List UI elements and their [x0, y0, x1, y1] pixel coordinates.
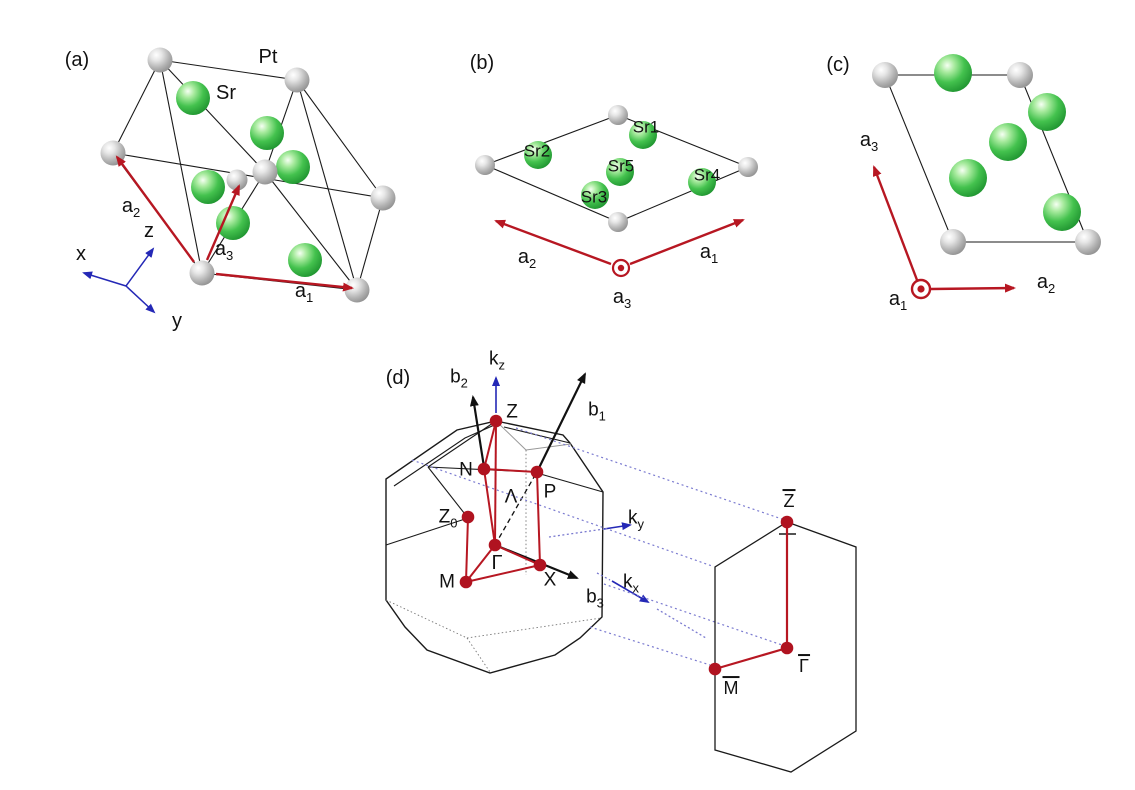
point-Mbar-label: M — [722, 676, 740, 699]
surface-k-path — [714, 524, 789, 671]
vector-a1-label: a1 — [699, 241, 719, 266]
sr2-site-label: Sr2 — [523, 141, 551, 161]
point-Gamma-label: Γ — [491, 552, 503, 574]
high-symmetry-points — [459, 414, 547, 589]
vector-a3-label: a3 — [612, 286, 632, 311]
point-Gammabar-label: Γ — [798, 654, 810, 677]
axis-y-label: y — [172, 310, 182, 332]
point-Zbar-label: Z — [782, 489, 796, 512]
point-Lambda-label: Λ — [504, 486, 518, 508]
pt-atoms-c — [872, 62, 1101, 255]
vector-b2-label: b2 — [450, 366, 468, 391]
point-N-label: N — [459, 459, 473, 481]
sr1-site-label: Sr1 — [632, 117, 660, 137]
sr-atoms-c — [934, 54, 1081, 231]
axis-z-label: z — [144, 220, 154, 242]
point-P-label: P — [543, 481, 557, 503]
point-X-label: X — [543, 569, 557, 591]
vector-b3-label: b3 — [586, 586, 604, 611]
xyz-axes — [82, 247, 156, 314]
point-Z-label: Z — [506, 401, 518, 423]
vector-a3-label: a3 — [214, 238, 234, 263]
k-path — [465, 420, 541, 583]
lattice-vectors-c — [872, 165, 1016, 293]
unit-cell-3d — [112, 59, 384, 291]
point-M-label: M — [439, 571, 455, 593]
axis-kz-label: kz — [489, 348, 505, 373]
surface-high-symmetry-points — [708, 515, 794, 676]
pt-atom-label: Pt — [258, 46, 278, 68]
vector-out-of-plane-icon — [910, 278, 932, 300]
axis-ky-label: ky — [628, 507, 644, 532]
vector-a3-label: a3 — [859, 129, 879, 154]
sr-atom-label: Sr — [216, 82, 236, 104]
vector-a2-label: a2 — [517, 246, 537, 271]
vector-a1-label: a1 — [888, 288, 908, 313]
vector-a1-label: a1 — [294, 280, 314, 305]
sr-atoms-b — [524, 121, 716, 209]
lattice-vectors-a — [115, 155, 354, 292]
k-axes — [492, 376, 707, 639]
sr-atoms-a — [176, 81, 322, 277]
point-Z0-label: Z0 — [438, 506, 458, 531]
pt-atoms-b — [475, 105, 758, 232]
axis-x-label: x — [76, 243, 86, 265]
vector-a2-label: a2 — [1036, 271, 1056, 296]
panel-a-tag: (a) — [64, 49, 90, 71]
panel-b-tag: (b) — [469, 52, 495, 74]
axis-kx-label: kx — [623, 571, 639, 596]
lattice-vectors-b — [494, 218, 745, 266]
vector-a2-label: a2 — [121, 195, 141, 220]
vector-b1-label: b1 — [588, 399, 606, 424]
panel-d-tag: (d) — [385, 367, 411, 389]
sr5-site-label: Sr5 — [607, 156, 635, 176]
sr4-site-label: Sr4 — [693, 165, 721, 185]
vector-out-of-plane-icon — [611, 258, 631, 278]
panel-c-tag: (c) — [826, 54, 850, 76]
sr3-site-label: Sr3 — [580, 187, 608, 207]
projection-lines — [411, 427, 783, 666]
